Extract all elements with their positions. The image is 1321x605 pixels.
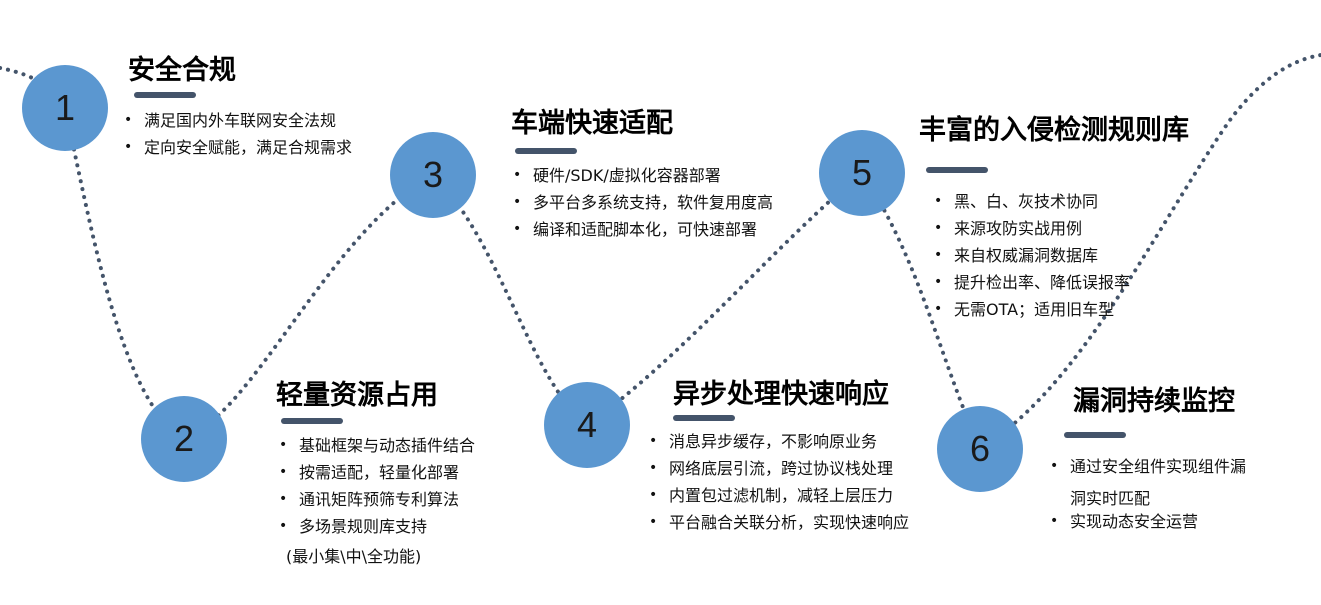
step-6-bullet-1: 通过安全组件实现组件漏 [1050,453,1246,480]
step-1-bullet-2: 定向安全赋能，满足合规需求 [124,134,352,161]
step-2-bullet-2: 按需适配，轻量化部署 [279,459,475,486]
step-2-title: 轻量资源占用 [276,380,438,411]
step-6-circle: 6 [937,406,1023,492]
step-6-bullet-1-continued: 洞实时匹配 [1070,489,1151,508]
step-6-bullets: 通过安全组件实现组件漏 [1050,453,1246,480]
step-5-bullet-1: 黑、白、灰技术协同 [934,188,1130,215]
step-6-number: 6 [969,428,991,469]
step-4-bullet-1: 消息异步缓存，不影响原业务 [649,428,909,455]
step-4-accent-bar [673,415,735,421]
step-5-bullet-4: 提升检出率、降低误报率 [934,269,1130,296]
step-2-number: 2 [173,418,195,459]
step-2-accent-bar [281,418,343,424]
step-1-circle: 1 [22,65,108,151]
step-5-bullet-2: 来源攻防实战用例 [934,215,1130,242]
step-4-title: 异步处理快速响应 [673,379,889,410]
step-5-bullet-3: 来自权威漏洞数据库 [934,242,1130,269]
step-3-title: 车端快速适配 [511,108,673,139]
step-6-accent-bar [1064,432,1126,438]
step-6-bullets-2: 实现动态安全运营 [1050,508,1198,535]
step-4-circle: 4 [544,382,630,468]
step-3-bullet-3: 编译和适配脚本化，可快速部署 [513,216,773,243]
step-4-bullets: 消息异步缓存，不影响原业务 网络底层引流，跨过协议栈处理 内置包过滤机制，减轻上… [649,428,909,536]
step-5-accent-bar [926,167,988,173]
step-2-bullet-1: 基础框架与动态插件结合 [279,432,475,459]
step-5-circle: 5 [819,130,905,216]
step-1-bullet-1: 满足国内外车联网安全法规 [124,107,352,134]
step-5-bullets: 黑、白、灰技术协同 来源攻防实战用例 来自权威漏洞数据库 提升检出率、降低误报率… [934,188,1130,323]
step-5-number: 5 [851,152,873,193]
step-4-bullet-3: 内置包过滤机制，减轻上层压力 [649,482,909,509]
step-1-bullets: 满足国内外车联网安全法规 定向安全赋能，满足合规需求 [124,107,352,161]
step-5-bullet-5: 无需OTA；适用旧车型 [934,296,1130,323]
step-1-number: 1 [54,87,76,128]
step-2-note: (最小集\中\全功能) [286,547,422,566]
step-3-number: 3 [422,154,444,195]
step-3-bullets: 硬件/SDK/虚拟化容器部署 多平台多系统支持，软件复用度高 编译和适配脚本化，… [513,162,773,243]
step-3-circle: 3 [390,132,476,218]
step-2-bullet-3: 通讯矩阵预筛专利算法 [279,486,475,513]
step-3-bullet-2: 多平台多系统支持，软件复用度高 [513,189,773,216]
step-3-accent-bar [515,148,577,154]
step-2-bullets: 基础框架与动态插件结合 按需适配，轻量化部署 通讯矩阵预筛专利算法 多场景规则库… [279,432,475,540]
step-6-title: 漏洞持续监控 [1073,386,1235,417]
step-1-accent-bar [134,92,196,98]
step-2-bullet-4: 多场景规则库支持 [279,513,475,540]
step-4-number: 4 [576,404,598,445]
step-6-bullet-2: 实现动态安全运营 [1050,508,1198,535]
step-4-bullet-2: 网络底层引流，跨过协议栈处理 [649,455,909,482]
step-4-bullet-4: 平台融合关联分析，实现快速响应 [649,509,909,536]
step-3-bullet-1: 硬件/SDK/虚拟化容器部署 [513,162,773,189]
step-1-title: 安全合规 [128,55,236,86]
step-5-title: 丰富的入侵检测规则库 [919,115,1189,146]
step-2-circle: 2 [141,396,227,482]
